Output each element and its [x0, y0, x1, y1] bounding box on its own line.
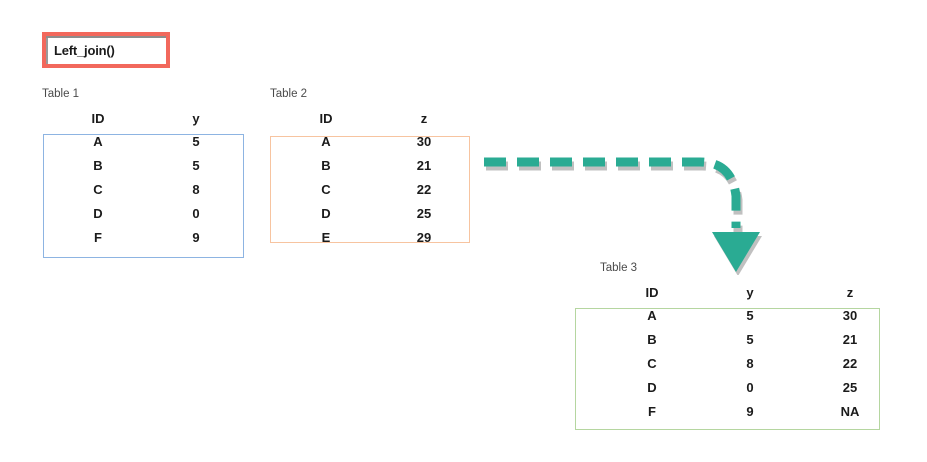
cell-id: A — [321, 133, 331, 149]
cell-id: B — [647, 331, 657, 347]
cell-z: NA — [840, 403, 860, 419]
cell-id: A — [647, 307, 657, 323]
table-row: D 0 25 — [604, 375, 900, 399]
cell-z: 21 — [416, 157, 432, 173]
column-header-z: z — [846, 284, 854, 300]
cell-y: 8 — [746, 355, 754, 371]
table-2-grid: ID z A 30 B 21 C 22 D 25 E 29 — [278, 107, 474, 249]
arrow-shaft-shadow — [486, 161, 743, 232]
table-row: C 8 22 — [604, 351, 900, 375]
cell-id: D — [321, 205, 331, 221]
column-header-id: ID — [91, 110, 105, 126]
cell-z: 21 — [842, 331, 858, 347]
cell-y: 8 — [192, 181, 200, 197]
cell-z: 25 — [842, 379, 858, 395]
cell-id: C — [647, 355, 657, 371]
cell-z: 25 — [416, 205, 432, 221]
table-row: A 5 30 — [604, 303, 900, 327]
table-3-block: Table 3 ID y z A 5 30 B 5 21 C 8 22 D 0 … — [598, 262, 900, 423]
cell-y: 5 — [746, 331, 754, 347]
cell-y: 5 — [192, 157, 200, 173]
cell-z: 22 — [842, 355, 858, 371]
column-header-id: ID — [645, 284, 659, 300]
table-row: B 21 — [278, 153, 474, 177]
table-row: F 9 NA — [604, 399, 900, 423]
arrow-head — [712, 232, 760, 272]
left-join-title-box: Left_join() — [42, 32, 170, 68]
column-header-id: ID — [319, 110, 333, 126]
cell-id: D — [93, 205, 103, 221]
cell-y: 9 — [192, 229, 200, 245]
table-row: F 9 — [50, 225, 246, 249]
table-row: D 0 — [50, 201, 246, 225]
cell-z: 30 — [842, 307, 858, 323]
cell-y: 0 — [746, 379, 754, 395]
table-row: D 25 — [278, 201, 474, 225]
table-row: A 30 — [278, 129, 474, 153]
cell-z: 29 — [416, 229, 432, 245]
cell-id: F — [94, 229, 102, 245]
table-header-row: ID z — [278, 107, 474, 129]
dashed-curved-arrow — [484, 157, 762, 275]
table-row: B 5 — [50, 153, 246, 177]
cell-id: B — [93, 157, 103, 173]
table-row: C 22 — [278, 177, 474, 201]
table-row: C 8 — [50, 177, 246, 201]
cell-y: 5 — [746, 307, 754, 323]
table-header-row: ID y — [50, 107, 246, 129]
cell-id: A — [93, 133, 103, 149]
table-1-block: Table 1 ID y A 5 B 5 C 8 D 0 F 9 — [40, 88, 246, 249]
table-3-grid: ID y z A 5 30 B 5 21 C 8 22 D 0 25 F 9 N… — [604, 281, 900, 423]
column-header-y: y — [746, 284, 754, 300]
cell-id: F — [648, 403, 656, 419]
table-row: B 5 21 — [604, 327, 900, 351]
cell-y: 0 — [192, 205, 200, 221]
cell-z: 22 — [416, 181, 432, 197]
column-header-z: z — [420, 110, 428, 126]
cell-id: B — [321, 157, 331, 173]
cell-id: C — [93, 181, 103, 197]
cell-z: 30 — [416, 133, 432, 149]
arrow-shaft — [484, 157, 741, 228]
cell-y: 9 — [746, 403, 754, 419]
table-2-block: Table 2 ID z A 30 B 21 C 22 D 25 E 29 — [268, 88, 474, 249]
cell-id: D — [647, 379, 657, 395]
column-header-y: y — [192, 110, 200, 126]
table-row-outside-box: E 29 — [278, 225, 474, 249]
table-1-grid: ID y A 5 B 5 C 8 D 0 F 9 — [50, 107, 246, 249]
table-1-caption: Table 1 — [42, 88, 80, 100]
table-3-caption: Table 3 — [600, 262, 638, 274]
table-header-row: ID y z — [604, 281, 900, 303]
table-2-caption: Table 2 — [270, 88, 308, 100]
table-row: A 5 — [50, 129, 246, 153]
page-title: Left_join() — [54, 42, 115, 58]
cell-id: C — [321, 181, 331, 197]
cell-id: E — [321, 229, 331, 245]
cell-y: 5 — [192, 133, 200, 149]
